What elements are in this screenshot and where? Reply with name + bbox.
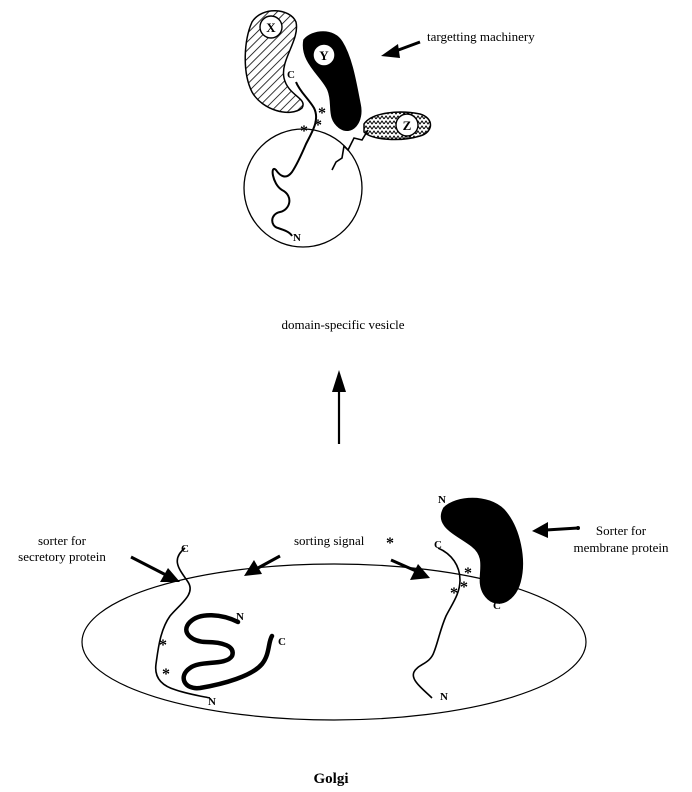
arrow-secretory-sorter — [131, 557, 180, 582]
vesicle-n-terminus: N — [293, 232, 301, 244]
x-label: X — [266, 20, 276, 35]
secretory-protein-thick-chain — [184, 615, 272, 688]
sorter-secretory-line2: secretory protein — [18, 549, 106, 564]
sorter-membrane-line2: membrane protein — [574, 540, 669, 555]
thick-c-terminus: C — [278, 636, 286, 648]
arrow-membrane-sorter — [532, 522, 580, 538]
membrane-n-terminus: N — [440, 691, 448, 703]
arrow-to-y — [381, 42, 420, 58]
secretory-n-terminus: N — [208, 696, 216, 708]
sorter-c-terminus: C — [493, 600, 501, 612]
secretory-star-1: * — [159, 637, 167, 654]
domain-vesicle-label: domain-specific vesicle — [281, 317, 404, 332]
membrane-star-3: * — [450, 585, 458, 602]
thick-n-terminus: N — [236, 611, 244, 623]
targetting-machinery-label: targetting machinery — [427, 29, 535, 44]
y-label: Y — [319, 48, 329, 63]
sorter-n-terminus: N — [438, 494, 446, 506]
z-tether — [332, 130, 368, 170]
secretory-c-terminus: C — [181, 543, 189, 555]
sorting-signal-star: * — [386, 535, 394, 552]
sorter-membrane-line1: Sorter for — [596, 523, 647, 538]
membrane-c-terminus: C — [434, 539, 442, 551]
vesicle-star-3: * — [300, 123, 308, 140]
vesicle-c-terminus: C — [287, 69, 295, 81]
sorting-signal-label: sorting signal — [294, 533, 365, 548]
arrow-sorting-signal-right — [391, 560, 430, 580]
secretory-star-2: * — [162, 666, 170, 683]
sorter-secretory-line1: sorter for — [38, 533, 87, 548]
membrane-star-2: * — [460, 579, 468, 596]
vesicle-star-2: * — [314, 117, 322, 134]
golgi-label: Golgi — [313, 771, 348, 787]
vesicle-transport-arrow — [332, 370, 346, 444]
z-label: Z — [403, 118, 412, 133]
